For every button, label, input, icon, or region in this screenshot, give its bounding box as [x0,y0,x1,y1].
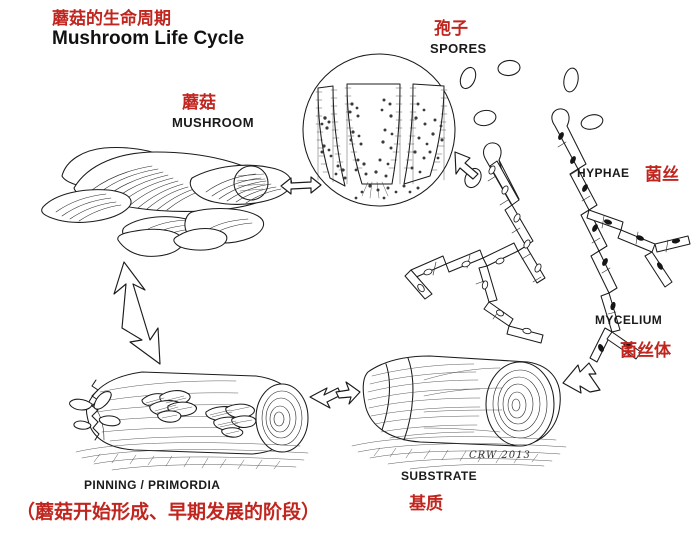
arrow-substrate-left-tip [335,381,361,405]
arrow-substrate-to-pinning [309,387,342,409]
label-hyphae-english: HYPHAE [577,166,630,180]
mushroom-pin-cluster-right [205,403,257,438]
label-mushroom-chinese: 蘑菇 [182,93,216,113]
gill-cross-section-circle [302,53,456,207]
label-pinning-english: PINNING / PRIMORDIA [84,478,221,492]
artist-signature: CRW 2013 [469,450,531,461]
arrow-pinning-to-mushroom [113,261,161,365]
small-plant [69,391,121,441]
label-mycelium-chinese: 菌丝体 [620,341,671,361]
label-pinning-chinese: （蘑菇开始形成、早期发展的阶段） [16,501,321,523]
label-substrate-english: SUBSTRATE [401,469,478,483]
arrow-spores-to-hyphae [454,151,479,180]
label-substrate-chinese: 基质 [409,494,443,514]
substrate-log-art [351,355,567,470]
arrow-mushroom-to-spores [280,176,322,195]
page-title-chinese: 蘑菇的生命周期 [52,9,171,29]
arrow-mycelium-to-substrate [562,362,601,394]
label-spores-chinese: 孢子 [434,19,468,39]
label-mushroom-english: MUSHROOM [172,115,254,130]
mushroom-pin-cluster-left [141,390,197,423]
pinning-log-art [69,371,309,471]
label-mycelium-english: MYCELIUM [595,313,663,327]
label-hyphae-chinese: 菌丝 [645,165,679,185]
mushroom-cluster-art [41,147,292,257]
hyphae-network-art [404,108,691,363]
page-title-english: Mushroom Life Cycle [52,28,245,49]
label-spores-english: SPORES [430,41,487,56]
